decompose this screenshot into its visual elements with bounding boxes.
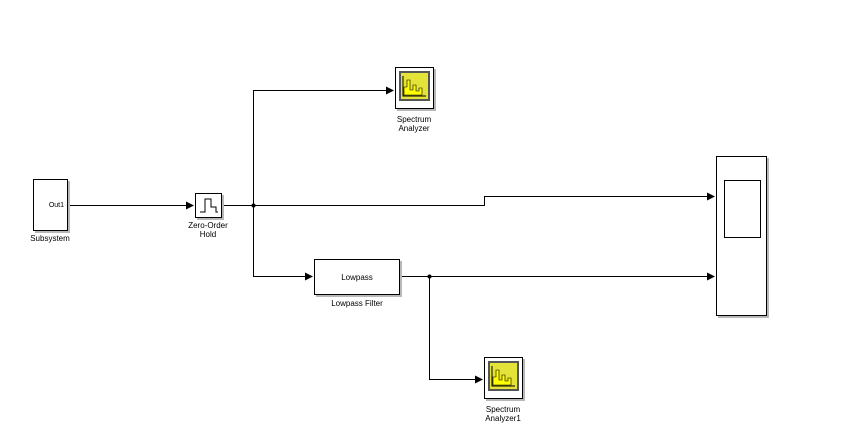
spectrum-plot-icon <box>399 71 430 101</box>
staircase-icon <box>200 198 218 213</box>
spectrum-analyzer-block[interactable] <box>395 67 434 109</box>
signal-branch-to-lowpass[interactable] <box>253 205 313 281</box>
spectrum-analyzer-caption-line2: Analyzer <box>398 124 430 133</box>
lowpass-filter-caption: Lowpass Filter <box>331 299 383 308</box>
zero-order-hold-caption-line2: Hold <box>199 230 217 239</box>
signal-lowpass-to-spectrum-analyzer1[interactable] <box>429 276 483 384</box>
signal-branch-to-spectrum-analyzer[interactable] <box>253 86 394 206</box>
scope-screen-icon <box>724 180 761 238</box>
branch-point-hold <box>251 203 256 208</box>
zero-order-hold-caption-line1: Zero-Order <box>188 221 228 230</box>
lowpass-filter-block[interactable]: Lowpass <box>314 259 400 295</box>
spectrum-analyzer-caption-line1: Spectrum <box>396 115 432 124</box>
spectrum-plot-icon <box>488 361 519 391</box>
spectrum-analyzer1-block[interactable] <box>484 357 523 399</box>
zero-order-hold-block[interactable] <box>195 193 222 218</box>
subsystem-out1-port-label: Out1 <box>48 202 64 209</box>
lowpass-filter-body-text: Lowpass <box>341 273 373 282</box>
subsystem-block[interactable]: Out1 <box>33 179 68 231</box>
spectrum-analyzer1-caption-line1: Spectrum <box>485 405 521 414</box>
signal-branch-to-scope-in1[interactable] <box>253 192 715 206</box>
subsystem-caption: Subsystem <box>30 234 70 243</box>
spectrum-analyzer1-caption-line2: Analyzer1 <box>485 414 521 423</box>
branch-point-lowpass <box>427 274 432 279</box>
scope-block[interactable] <box>716 156 767 316</box>
